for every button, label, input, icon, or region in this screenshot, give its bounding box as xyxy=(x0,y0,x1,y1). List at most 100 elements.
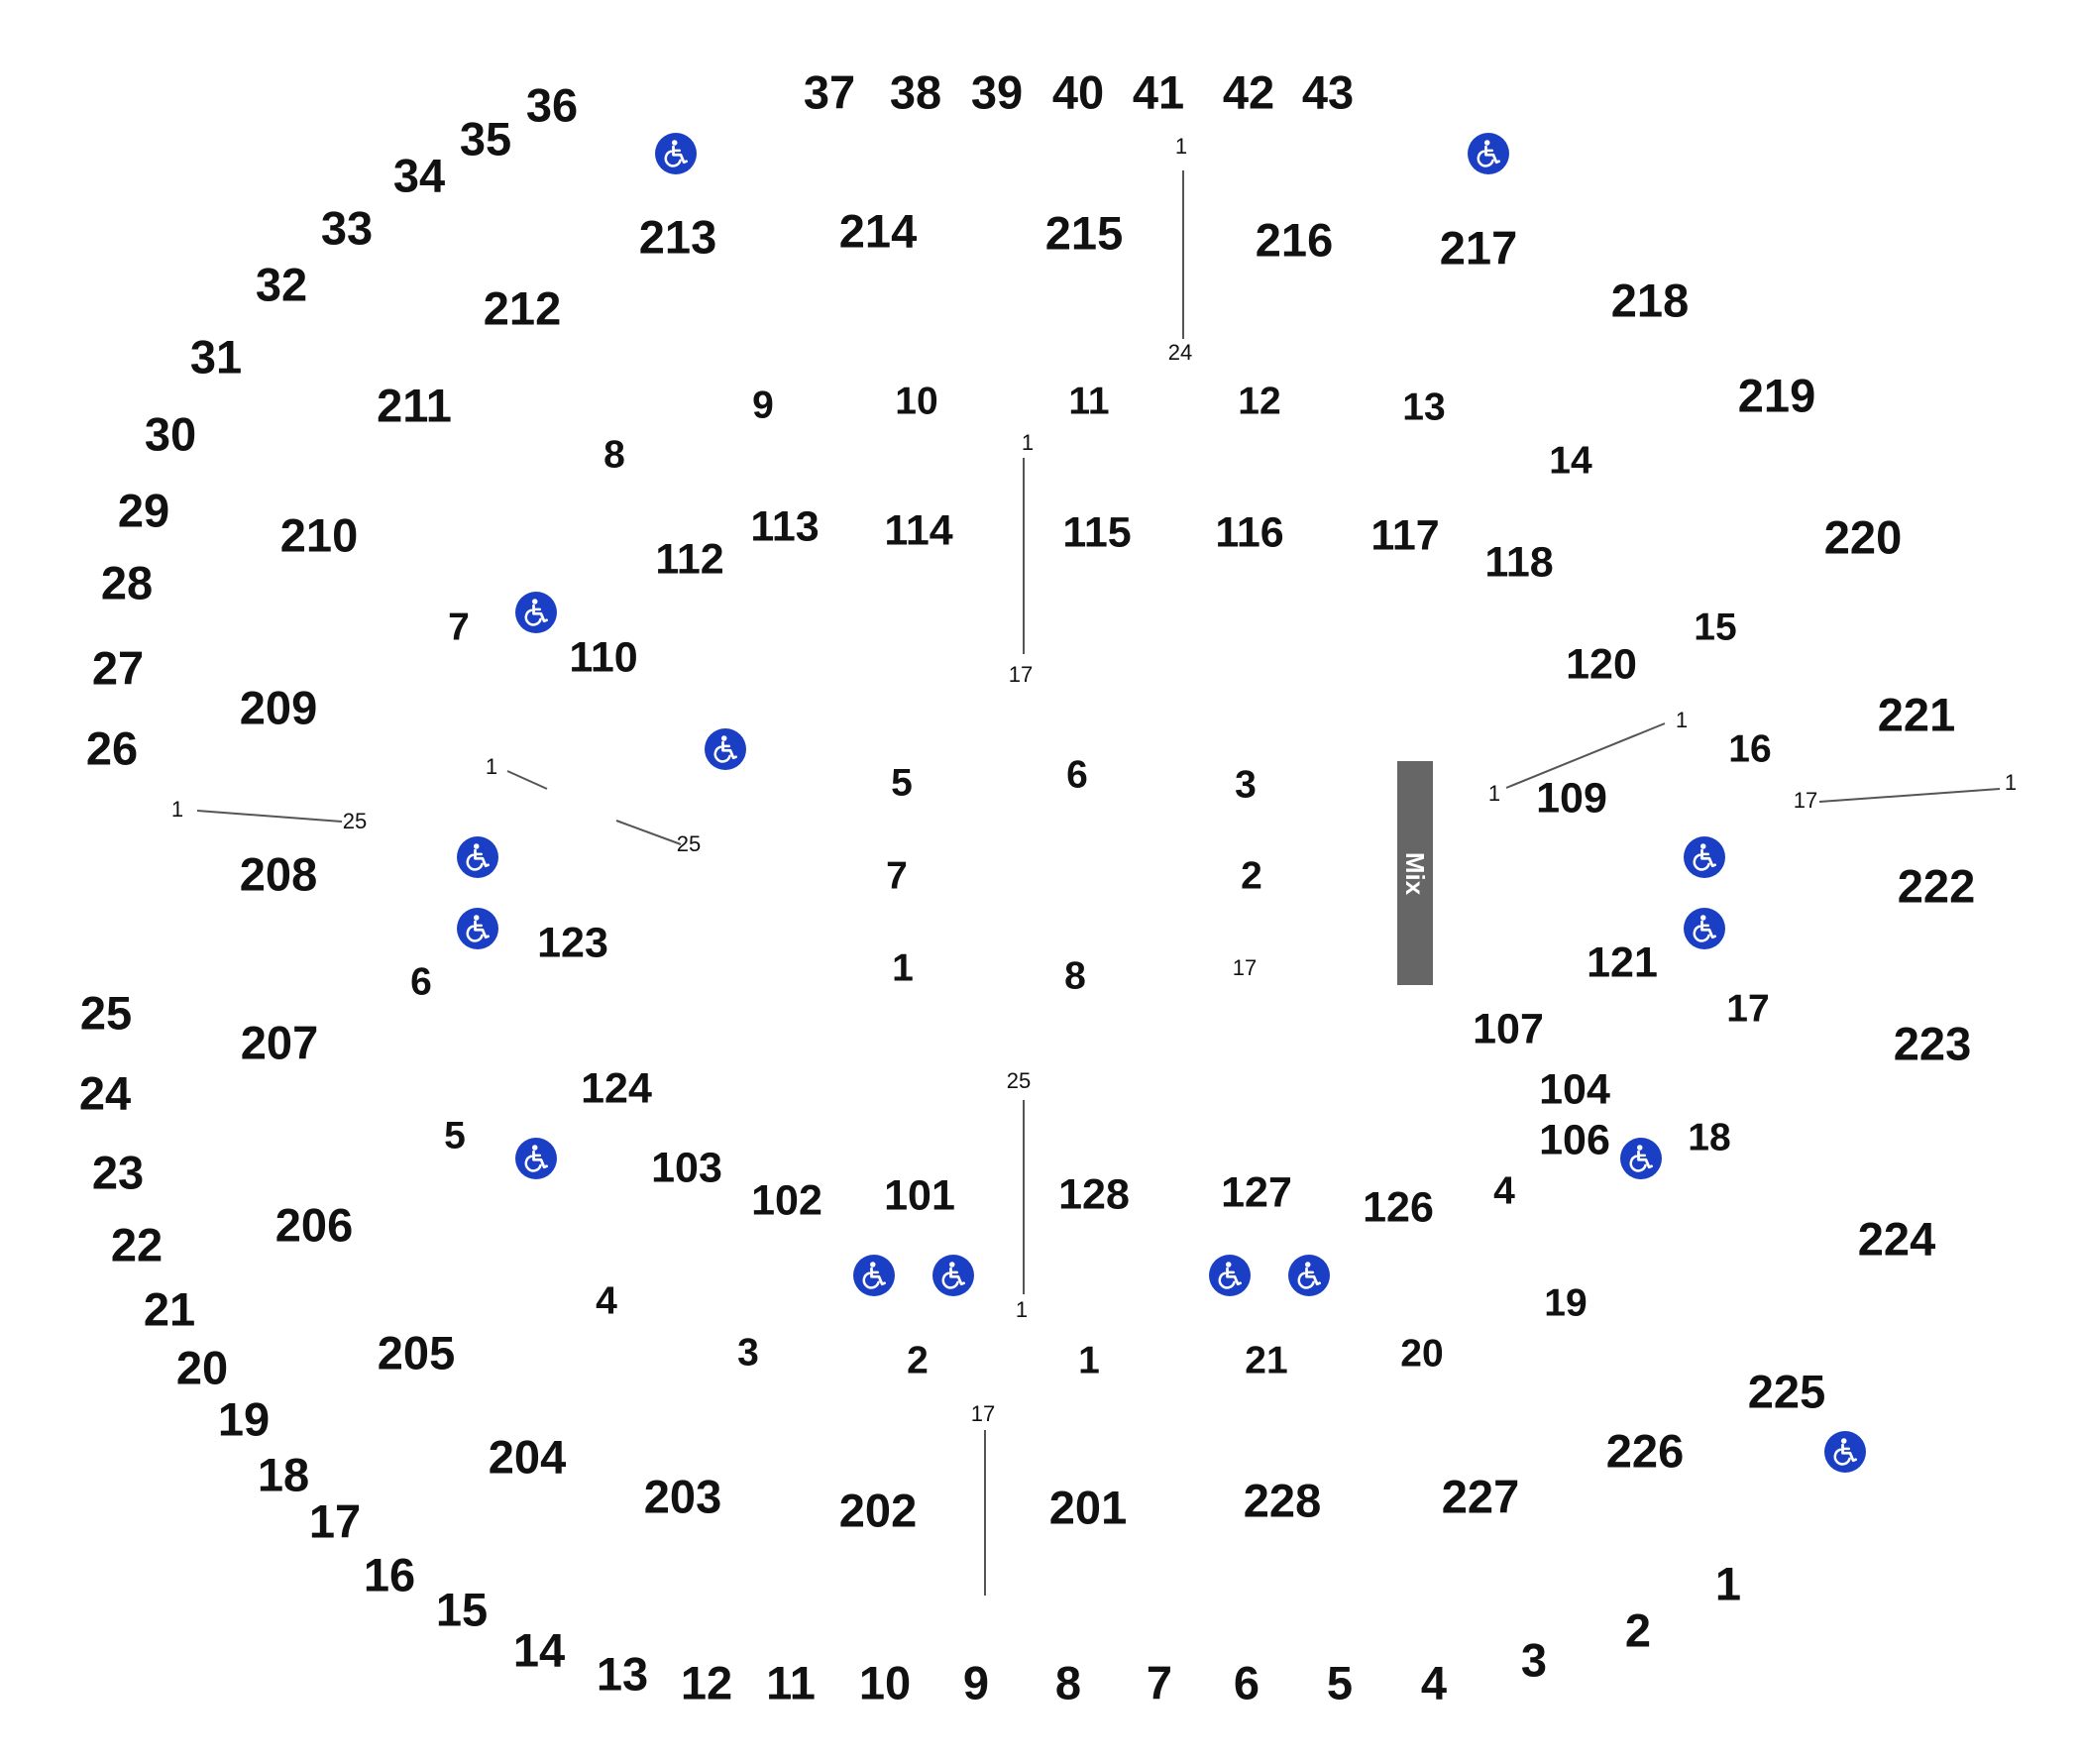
section-106[interactable]: 106 xyxy=(1539,1116,1610,1164)
loge-box-33[interactable]: 33 xyxy=(320,201,374,255)
floor-section-14[interactable]: 14 xyxy=(1549,439,1592,483)
section-223[interactable]: 223 xyxy=(1893,1017,1972,1070)
loge-box-25[interactable]: 25 xyxy=(79,986,133,1040)
loge-box-37[interactable]: 37 xyxy=(803,65,856,119)
floor-section-19[interactable]: 19 xyxy=(1544,1281,1588,1325)
loge-box-1[interactable]: 1 xyxy=(1714,1557,1742,1610)
section-121[interactable]: 121 xyxy=(1587,938,1658,987)
loge-box-18[interactable]: 18 xyxy=(257,1448,310,1501)
loge-box-5[interactable]: 5 xyxy=(1326,1656,1354,1709)
loge-box-24[interactable]: 24 xyxy=(78,1066,132,1120)
section-225[interactable]: 225 xyxy=(1747,1365,1826,1418)
loge-box-17[interactable]: 17 xyxy=(308,1494,362,1548)
wheelchair-icon[interactable] xyxy=(853,1255,895,1296)
floor-section-13[interactable]: 13 xyxy=(1402,386,1446,429)
floor-section-1[interactable]: 1 xyxy=(1078,1339,1100,1382)
floor-section-7[interactable]: 7 xyxy=(886,854,908,898)
loge-box-20[interactable]: 20 xyxy=(175,1341,229,1394)
loge-box-36[interactable]: 36 xyxy=(525,78,579,132)
section-226[interactable]: 226 xyxy=(1605,1424,1685,1478)
floor-section-20[interactable]: 20 xyxy=(1400,1332,1444,1376)
wheelchair-icon[interactable] xyxy=(655,133,697,174)
section-220[interactable]: 220 xyxy=(1823,510,1903,564)
loge-box-35[interactable]: 35 xyxy=(459,112,512,165)
loge-box-26[interactable]: 26 xyxy=(85,721,139,775)
section-209[interactable]: 209 xyxy=(239,681,318,734)
section-124[interactable]: 124 xyxy=(581,1064,652,1113)
wheelchair-icon[interactable] xyxy=(1684,836,1725,878)
loge-box-21[interactable]: 21 xyxy=(143,1282,196,1336)
floor-section-3[interactable]: 3 xyxy=(737,1331,759,1375)
section-212[interactable]: 212 xyxy=(483,281,562,335)
section-114[interactable]: 114 xyxy=(884,506,953,555)
floor-section-2[interactable]: 2 xyxy=(907,1339,929,1382)
section-115[interactable]: 115 xyxy=(1062,508,1132,557)
wheelchair-icon[interactable] xyxy=(705,728,746,770)
floor-section-17[interactable]: 17 xyxy=(1726,987,1770,1031)
section-210[interactable]: 210 xyxy=(279,508,359,562)
section-215[interactable]: 215 xyxy=(1044,206,1124,260)
section-204[interactable]: 204 xyxy=(488,1430,567,1484)
loge-box-27[interactable]: 27 xyxy=(91,641,145,695)
section-123[interactable]: 123 xyxy=(537,919,608,967)
section-216[interactable]: 216 xyxy=(1255,213,1334,267)
wheelchair-icon[interactable] xyxy=(932,1255,974,1296)
section-221[interactable]: 221 xyxy=(1877,688,1956,741)
section-228[interactable]: 228 xyxy=(1243,1474,1322,1527)
wheelchair-icon[interactable] xyxy=(1209,1255,1251,1296)
floor-section-9[interactable]: 9 xyxy=(752,384,774,427)
section-107[interactable]: 107 xyxy=(1473,1005,1544,1053)
wheelchair-icon[interactable] xyxy=(457,908,498,949)
loge-box-4[interactable]: 4 xyxy=(1420,1656,1448,1709)
floor-section-11[interactable]: 11 xyxy=(1068,380,1110,423)
section-201[interactable]: 201 xyxy=(1048,1481,1128,1534)
loge-box-15[interactable]: 15 xyxy=(435,1583,489,1636)
floor-section-6[interactable]: 6 xyxy=(410,960,432,1004)
loge-box-2[interactable]: 2 xyxy=(1624,1603,1652,1657)
loge-box-14[interactable]: 14 xyxy=(512,1623,566,1677)
floor-section-1[interactable]: 1 xyxy=(892,946,914,990)
loge-box-42[interactable]: 42 xyxy=(1222,65,1275,119)
section-120[interactable]: 120 xyxy=(1566,640,1637,689)
floor-section-18[interactable]: 18 xyxy=(1688,1116,1731,1159)
section-113[interactable]: 113 xyxy=(750,502,820,551)
loge-box-41[interactable]: 41 xyxy=(1132,65,1185,119)
wheelchair-icon[interactable] xyxy=(1620,1138,1662,1179)
section-208[interactable]: 208 xyxy=(239,847,318,901)
floor-section-8[interactable]: 8 xyxy=(603,433,625,477)
loge-box-11[interactable]: 11 xyxy=(766,1656,816,1709)
floor-section-4[interactable]: 4 xyxy=(596,1279,617,1323)
section-214[interactable]: 214 xyxy=(838,204,918,258)
wheelchair-icon[interactable] xyxy=(515,1138,557,1179)
section-203[interactable]: 203 xyxy=(643,1470,722,1523)
section-217[interactable]: 217 xyxy=(1439,221,1518,275)
loge-box-3[interactable]: 3 xyxy=(1520,1633,1548,1687)
floor-section-15[interactable]: 15 xyxy=(1694,606,1737,649)
section-218[interactable]: 218 xyxy=(1610,274,1690,327)
section-205[interactable]: 205 xyxy=(377,1326,456,1379)
floor-section-5[interactable]: 5 xyxy=(444,1114,466,1158)
loge-box-38[interactable]: 38 xyxy=(889,65,942,119)
wheelchair-icon[interactable] xyxy=(1824,1431,1866,1473)
loge-box-32[interactable]: 32 xyxy=(255,258,308,311)
section-213[interactable]: 213 xyxy=(638,210,717,264)
section-116[interactable]: 116 xyxy=(1215,508,1284,557)
wheelchair-icon[interactable] xyxy=(515,592,557,633)
loge-box-16[interactable]: 16 xyxy=(363,1548,416,1601)
loge-box-19[interactable]: 19 xyxy=(217,1392,271,1446)
floor-section-16[interactable]: 16 xyxy=(1728,727,1772,771)
section-103[interactable]: 103 xyxy=(651,1144,722,1192)
loge-box-30[interactable]: 30 xyxy=(144,407,197,461)
section-112[interactable]: 112 xyxy=(655,535,724,584)
section-222[interactable]: 222 xyxy=(1897,859,1976,913)
floor-section-3[interactable]: 3 xyxy=(1235,763,1257,807)
section-219[interactable]: 219 xyxy=(1737,369,1816,422)
section-128[interactable]: 128 xyxy=(1058,1170,1130,1219)
loge-box-13[interactable]: 13 xyxy=(596,1647,649,1701)
section-118[interactable]: 118 xyxy=(1484,538,1554,587)
section-227[interactable]: 227 xyxy=(1441,1470,1520,1523)
loge-box-7[interactable]: 7 xyxy=(1146,1656,1173,1709)
loge-box-43[interactable]: 43 xyxy=(1301,65,1355,119)
section-109[interactable]: 109 xyxy=(1536,774,1607,823)
section-224[interactable]: 224 xyxy=(1857,1212,1936,1266)
